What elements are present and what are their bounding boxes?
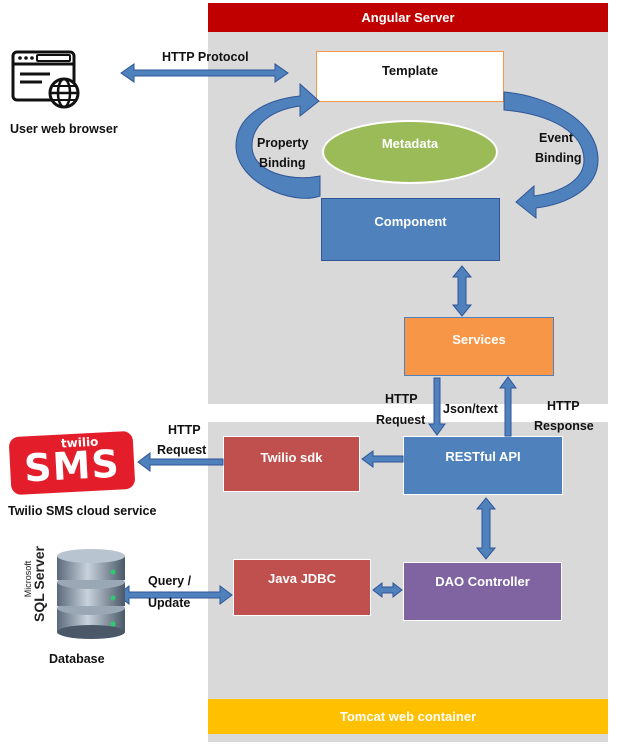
restful-to-twilio-arrow bbox=[361, 450, 404, 468]
restful-api-box: RESTful API bbox=[403, 436, 563, 495]
update-label: Update bbox=[148, 596, 191, 610]
web-browser-icon bbox=[11, 50, 80, 109]
twilio-sms-caption: Twilio SMS cloud service bbox=[8, 504, 157, 518]
request-arrow bbox=[428, 377, 446, 436]
db-jdbc-arrow bbox=[116, 585, 233, 605]
response-label: Response bbox=[534, 419, 594, 433]
property-label: Property bbox=[257, 136, 309, 150]
metadata-ellipse: Metadata bbox=[322, 120, 498, 184]
user-browser-caption: User web browser bbox=[10, 122, 118, 136]
sql-server-logo: Microsoft SQL Server bbox=[17, 538, 129, 642]
json-text-label: Json/text bbox=[443, 402, 498, 416]
event-binding-arrow bbox=[503, 91, 599, 220]
restful-dao-arrow bbox=[475, 497, 497, 560]
event-label: Event bbox=[539, 131, 574, 145]
query-label: Query / bbox=[148, 574, 192, 588]
template-box: Template bbox=[316, 51, 504, 102]
binding-left-label: Binding bbox=[259, 156, 306, 170]
database-icon bbox=[57, 549, 125, 639]
jdbc-dao-arrow bbox=[372, 581, 403, 599]
http-protocol-label: HTTP Protocol bbox=[162, 50, 249, 64]
twilio-logo-big-text: SMS bbox=[23, 441, 121, 491]
response-arrow bbox=[499, 376, 517, 437]
twilio-sms-logo: twilio SMS bbox=[8, 430, 136, 496]
database-caption: Database bbox=[49, 652, 105, 666]
tomcat-banner: Tomcat web container bbox=[208, 699, 608, 734]
http-response-top-label: HTTP bbox=[547, 399, 580, 413]
request-top-label: Request bbox=[376, 413, 426, 427]
http-protocol-arrow bbox=[120, 63, 289, 83]
dao-controller-box: DAO Controller bbox=[403, 562, 562, 621]
twilio-to-sms-arrow bbox=[137, 452, 224, 472]
http-request-left-label: HTTP bbox=[168, 423, 201, 437]
twilio-sdk-box: Twilio sdk bbox=[223, 436, 360, 492]
component-services-arrow bbox=[451, 265, 473, 317]
component-box: Component bbox=[321, 198, 500, 261]
sql-server-text: SQL Server bbox=[31, 546, 47, 623]
services-box: Services bbox=[404, 317, 554, 376]
java-jdbc-box: Java JDBC bbox=[233, 559, 371, 616]
http-request-top-label: HTTP bbox=[385, 392, 418, 406]
binding-right-label: Binding bbox=[535, 151, 582, 165]
property-binding-arrow bbox=[235, 82, 321, 199]
request-left-label: Request bbox=[157, 443, 207, 457]
angular-server-banner: Angular Server bbox=[208, 3, 608, 32]
